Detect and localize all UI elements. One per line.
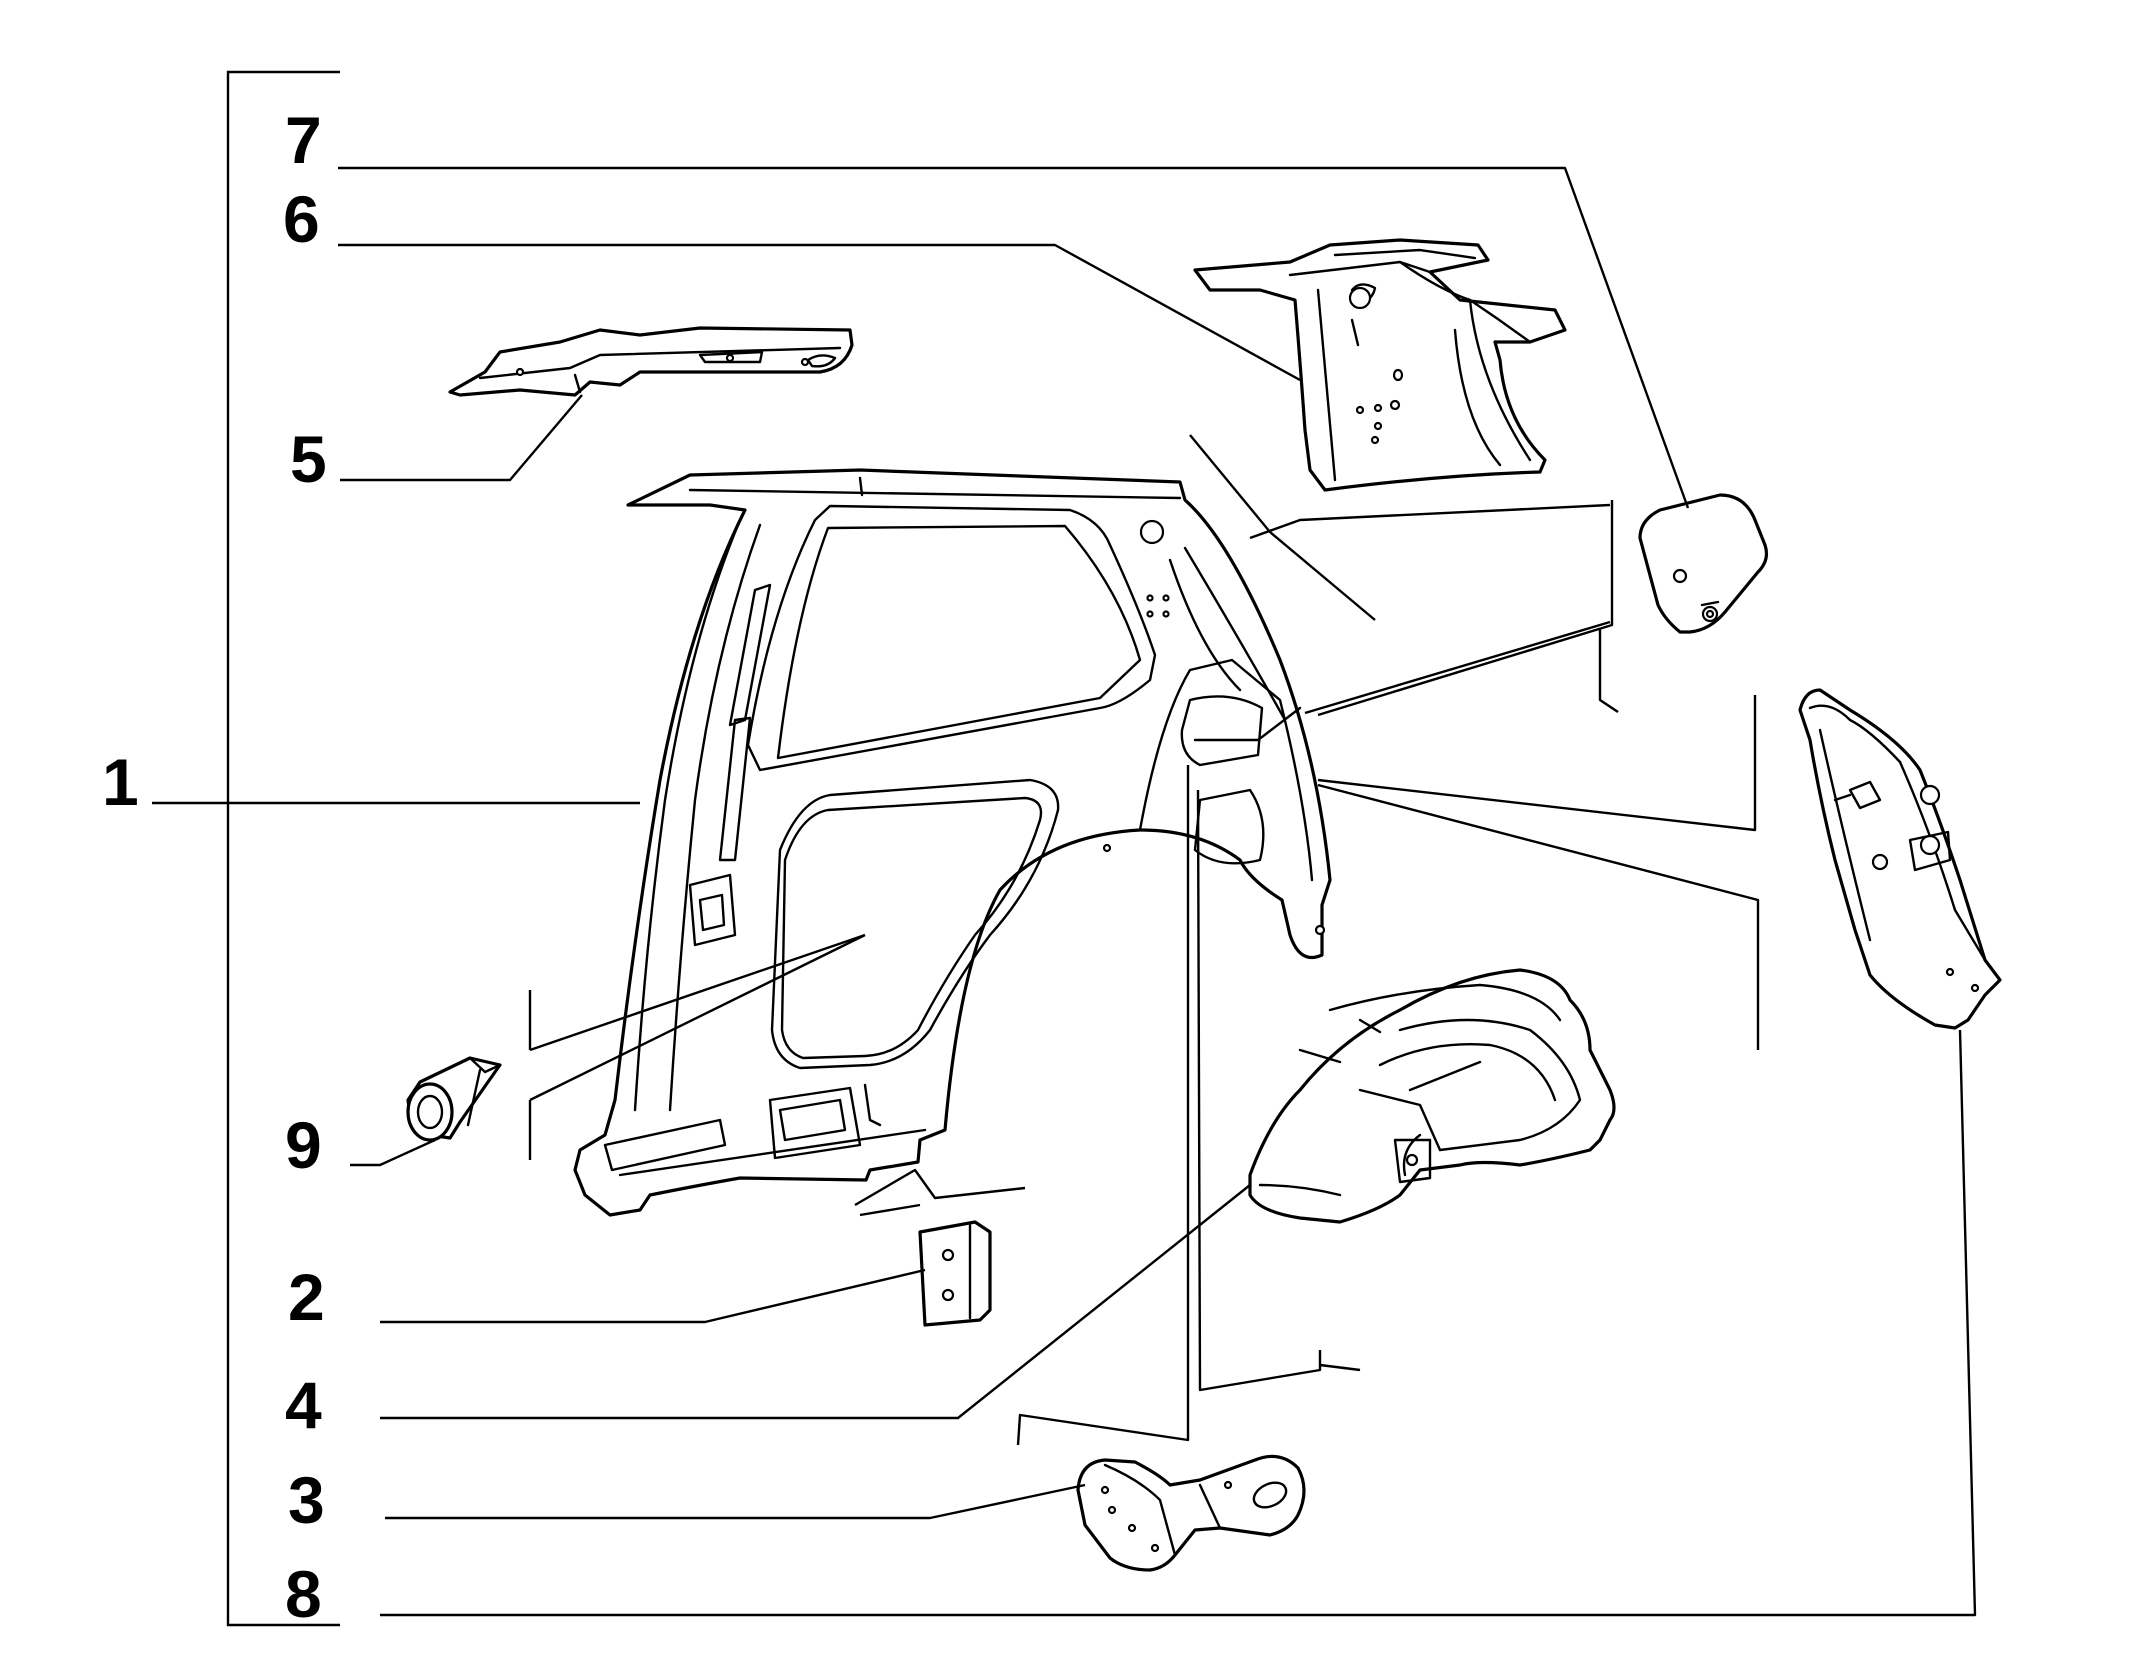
leader-lines (152, 166, 1977, 1617)
leader-6 (338, 243, 1301, 382)
part-7-cover-plate[interactable] (1638, 493, 1769, 634)
part-2-bracket[interactable] (918, 1220, 992, 1327)
part-6-c-pillar-reinforcement[interactable] (1193, 238, 1567, 492)
leader-2 (380, 1268, 926, 1324)
part-5-roof-rail-reinforcement[interactable] (448, 326, 854, 397)
callout-3: 3 (288, 1463, 325, 1537)
callout-9: 9 (285, 1108, 322, 1182)
part-1-side-panel[interactable] (573, 468, 1332, 1217)
callout-bracket (226, 70, 340, 1627)
callout-4: 4 (285, 1368, 322, 1442)
leader-7 (338, 166, 1690, 509)
leader-3 (385, 1483, 1086, 1520)
leader-4 (380, 1184, 1251, 1420)
leader-5 (340, 394, 583, 482)
part-3-lower-bracket[interactable] (1076, 1454, 1306, 1572)
callout-numbers: 7 6 5 1 9 2 4 3 8 (102, 103, 327, 1631)
leader-9 (350, 1138, 436, 1167)
callout-5: 5 (290, 422, 327, 496)
callout-2: 2 (288, 1260, 325, 1334)
callout-7: 7 (285, 103, 322, 177)
part-4-wheel-housing[interactable] (1248, 968, 1616, 1224)
callout-6: 6 (283, 182, 320, 256)
callout-8: 8 (285, 1557, 322, 1631)
part-9-rubber-plug[interactable] (406, 1056, 502, 1142)
callout-1: 1 (102, 745, 139, 819)
part-8-rear-pillar-reinforcement[interactable] (1798, 688, 2002, 1030)
leader-8 (380, 1029, 1977, 1617)
